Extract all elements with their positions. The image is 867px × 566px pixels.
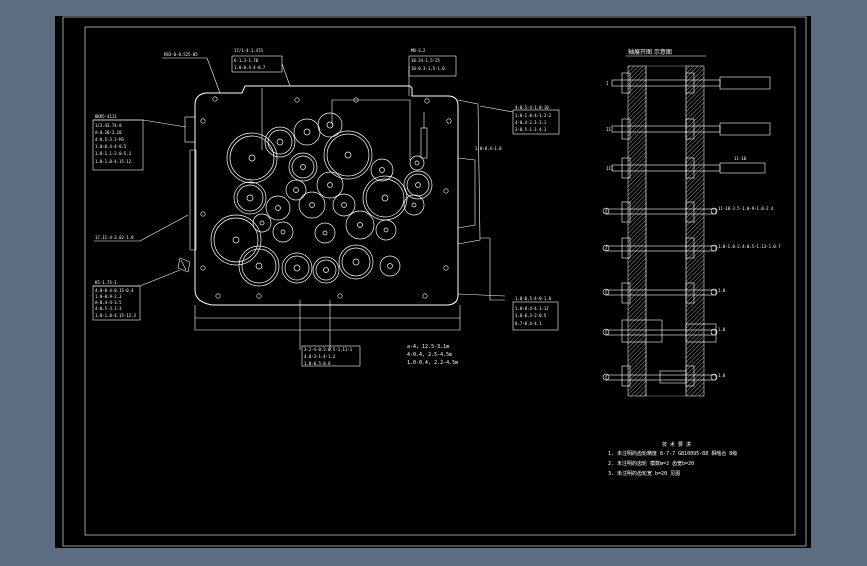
left-callout-1-line: 1.0-1.1-2.0-5.1: [95, 151, 132, 156]
shaft-note: 1.0: [718, 288, 726, 293]
right-callout-2-line: 1.0-0.3-2-0.5: [515, 313, 547, 318]
gearbox-view: [177, 85, 506, 350]
top-callout-1: PB3-0-0.525-05: [164, 52, 198, 57]
right-callouts: 4-0.5-4-1.0-10 1.0-1.0-4-1.2-2 4-0.4-2.1…: [475, 105, 560, 331]
tech-title: 技 术 要 求: [662, 441, 691, 448]
shaft-label: I: [606, 81, 609, 86]
left-callout-1-head: BKR5-4111: [95, 114, 117, 119]
right-callout-1-line: 4-0.4-2.1-3.1: [515, 120, 547, 125]
ratio-note: 4-0.4, 2.5-4.5m: [407, 352, 452, 358]
right-callout-1-line: 1.0-1.0-4-1.2-2: [515, 113, 552, 118]
outer-border: [62, 16, 807, 547]
bolt-holes: [200, 96, 452, 299]
top-callout-2-head: 17/1-4-1.473: [234, 48, 263, 53]
tech-note: 3. 未注明的齿轮宽 b=20 见图: [608, 470, 680, 477]
left-callout-1-line: 1/2.43.74-8: [95, 123, 122, 128]
ratio-note: a-4, 12.5-3.1m: [407, 344, 449, 350]
right-callout-2-head: 1.0-0.5-4-0-1.0: [515, 296, 552, 301]
shaft-label: II: [606, 127, 611, 132]
drawing-sheet: [55, 16, 811, 548]
bottom-callout-line: 3-2-4-0.5-0.5-1.11-1: [304, 347, 353, 352]
shaft-layout-title: 轴展开图 示意图: [628, 48, 672, 56]
top-callout-2-line: 1.0-0.4-4-0.7: [234, 65, 266, 70]
shaft-note: 1.0: [718, 327, 726, 332]
left-callout-1-line: 4-0.5-3.1-M3: [95, 137, 124, 142]
left-callout-3-line: A-0.4-4-3.5: [95, 300, 122, 305]
right-callout-1-head: 4-0.5-4-1.0-10: [515, 105, 549, 110]
left-callout-3-head: K5-1.75-1: [95, 280, 117, 285]
shaft-3: 11-10 III: [606, 156, 766, 179]
right-callout-1-line: 3-0.5-1.1-4.1: [515, 127, 547, 132]
bottom-callout-line: 1.0-0.5-0.8: [304, 361, 331, 366]
shaft-6: 1.0: [602, 282, 726, 304]
tech-note: 1. 未注明的齿轮精度 8-7-7 GB10095-88 相啮合 8级: [608, 450, 737, 457]
right-callout-2-line: 1.0-0.4-4.1-12: [515, 306, 549, 311]
left-callout-3-line: 1.0-1.0-4.15-12.3: [95, 313, 137, 318]
left-callout-3-line: 1.0-0.9-2.3: [95, 294, 122, 299]
shaft-4: 11-10-3.5-1.0-9-1.0-2.4: [602, 201, 774, 223]
left-callout-2: 17.11-4-3.02-1.0: [95, 235, 134, 240]
left-callout-3-line: 4-0.5-3.1-3: [95, 306, 122, 311]
shaft-note: 1.0: [718, 373, 726, 378]
technical-requirements: 技 术 要 求 1. 未注明的齿轮精度 8-7-7 GB10095-88 相啮合…: [608, 441, 737, 477]
right-callout-2-line: 0.7-0.4-4.1: [515, 321, 542, 326]
top-callouts: PB3-0-0.525-05 17/1-4-1.473 6-1.3-1.70 1…: [162, 48, 457, 96]
shaft-7: 1.0: [602, 319, 726, 343]
shaft-label: III: [606, 166, 614, 171]
top-callout-3-head: M0-3.2: [411, 48, 426, 53]
left-callout-1-line: 1.0-1.0-4.15-12: [95, 159, 132, 164]
shaft-8: 1.0: [602, 365, 726, 387]
shaft-1: I: [606, 72, 771, 94]
gear-train: [210, 112, 433, 287]
side-label: 1.0-0.4-1.0: [475, 146, 502, 151]
bottom-callouts: 3-2-4-0.5-0.5-1.11-1 4.0-3-1-4-1.2 1.0-0…: [301, 344, 458, 367]
shaft-layout: 轴展开图 示意图 I II 11-10 III: [602, 48, 781, 397]
top-callout-2-line: 6-1.3-1.70: [234, 58, 259, 63]
top-callout-3-line: 10-0.3-1.5-1.0: [411, 66, 445, 71]
shaft-2: II: [606, 118, 771, 140]
shaft-note: 11-10-3.5-1.0-9-1.0-2.4: [718, 206, 774, 211]
left-callout-3-line: 4.0-0.4-0.15-0.4: [95, 288, 134, 293]
tech-note: 2. 未注明的齿轮 模数m=2 齿宽b=20: [608, 460, 694, 467]
bottom-callout-line: 4.0-3-1-4-1.2: [304, 354, 336, 359]
shaft-5: 1.0-1.0-2.4-0.5-1.13-1.0-7: [602, 237, 781, 259]
shaft-note: 1.0-1.0-2.4-0.5-1.13-1.0-7: [718, 244, 781, 249]
ratio-note: 1.0-0.4, 2.2-4.5m: [407, 360, 458, 366]
left-callout-1-line: 1.0-0.4-4-0.5: [95, 144, 127, 149]
top-callout-3-line: 10-24-1.5-25: [411, 58, 440, 63]
inner-frame: [84, 26, 796, 536]
left-callouts: BKR5-4111 1/2.43.74-8 A-0.28-3.10 4-0.5-…: [92, 114, 189, 321]
left-callout-1-line: A-0.28-3.10: [95, 130, 122, 135]
shaft-note: 11-10: [734, 156, 747, 161]
